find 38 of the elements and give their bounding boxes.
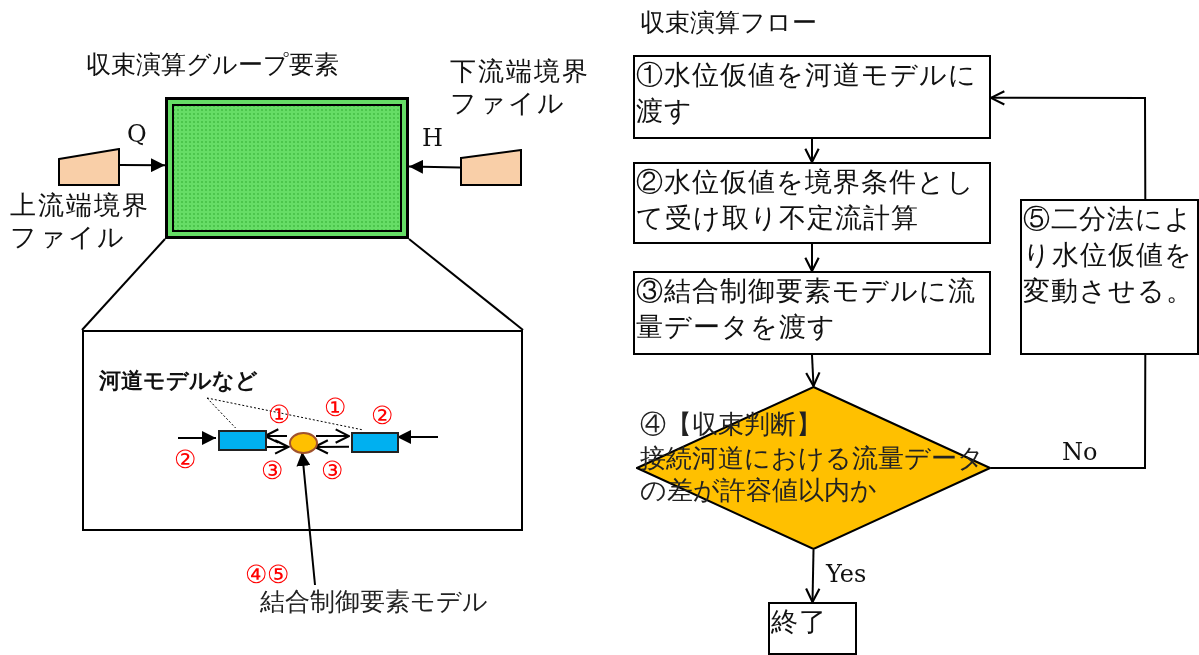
model-label: 河道モデルなど: [99, 366, 299, 400]
process-box: ①水位仮値を河道モデルに渡す: [633, 55, 991, 139]
decision-heading: ④【収束判断】: [640, 408, 823, 440]
flow-title: 収束演算フロー: [640, 7, 817, 39]
step-number: ①: [268, 400, 290, 429]
arrow: [296, 451, 316, 586]
edge-label: Q: [127, 120, 147, 148]
arrow: [119, 158, 166, 173]
zoom-line: [81, 238, 166, 331]
leader-line: [206, 397, 364, 431]
arrow: [315, 428, 351, 444]
edge-label: Yes: [826, 560, 867, 588]
process-box: ③結合制御要素モデルに流量データを渡す: [633, 271, 991, 355]
junction-ellipse: [289, 432, 318, 454]
step-number: ①: [324, 393, 346, 422]
zoom-line: [408, 238, 524, 331]
process-box: ②水位仮値を境界条件として受け取り不定流計算: [633, 162, 991, 244]
file-label: 下流端境界ファイル: [450, 55, 591, 119]
process-box: ⑤二分法により水位仮値を変動させる。: [1020, 199, 1199, 355]
step-number: ③: [321, 456, 343, 485]
edge-label: No: [1062, 438, 1098, 466]
arrow: [804, 138, 820, 164]
connector: [990, 354, 1147, 469]
arrow: [805, 354, 821, 388]
edge-label: H: [422, 124, 443, 152]
file-label: 上流端境界ファイル: [10, 189, 151, 253]
step-number: ③: [261, 456, 283, 485]
arrow: [177, 431, 217, 446]
channel-box: [218, 430, 267, 451]
channel-box: [351, 432, 399, 453]
step-number: ②: [371, 401, 393, 430]
group-title: 収束演算グループ要素: [86, 49, 340, 81]
arrow: [805, 549, 821, 604]
arrow: [408, 159, 461, 174]
step-number: ②: [174, 445, 196, 474]
detail-box: [82, 330, 523, 531]
arrow: [804, 243, 820, 273]
process-box: 終了: [768, 602, 857, 655]
